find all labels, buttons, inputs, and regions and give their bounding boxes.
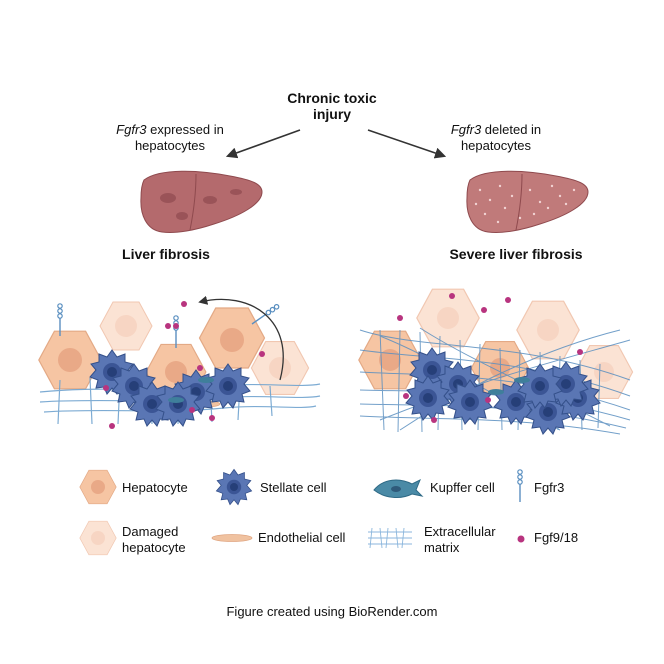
right-condition-line2: hepatocytes <box>460 138 532 153</box>
left-condition-rest: expressed in <box>146 122 224 137</box>
tissue-right <box>358 288 634 435</box>
legend-fgfr3: Fgfr3 <box>534 480 565 495</box>
injury-title-line1: Chronic toxic <box>287 90 377 106</box>
legend-hepatocyte: Hepatocyte <box>122 480 188 495</box>
right-condition-line1: Fgfr3 deleted in <box>426 122 566 138</box>
legend-ecm-line2: matrix <box>424 540 460 555</box>
injury-title: Chronic toxic injury <box>282 90 382 122</box>
right-condition: Fgfr3 deleted in hepatocytes <box>426 122 566 154</box>
liver-left-icon <box>140 170 263 233</box>
left-outcome: Liver fibrosis <box>122 246 210 262</box>
legend-ecm-line1: Extracellular <box>424 524 496 539</box>
left-condition: Fgfr3 expressed in hepatocytes <box>100 122 240 154</box>
legend-damaged-line1: Damaged <box>122 524 179 539</box>
legend-ecm: Extracellular matrix <box>424 524 496 556</box>
right-condition-rest: deleted in <box>481 122 542 137</box>
legend-endothelial: Endothelial cell <box>258 530 346 545</box>
right-outcome: Severe liver fibrosis <box>449 246 583 262</box>
footer-credit: Figure created using BioRender.com <box>226 604 438 619</box>
legend-stellate: Stellate cell <box>260 480 327 495</box>
legend-damaged: Damaged hepatocyte <box>122 524 186 556</box>
legend-icons <box>79 468 525 556</box>
legend-damaged-line2: hepatocyte <box>122 540 186 555</box>
legend-kupffer: Kupffer cell <box>430 480 495 495</box>
legend-fgf: Fgf9/18 <box>534 530 579 545</box>
injury-title-line2: injury <box>312 106 352 122</box>
left-gene: Fgfr3 <box>116 122 147 137</box>
left-condition-line2: hepatocytes <box>134 138 206 153</box>
right-gene: Fgfr3 <box>450 122 482 137</box>
arrow-right <box>367 129 447 159</box>
liver-right-icon <box>466 170 589 233</box>
left-condition-line1: Fgfr3 expressed in <box>100 122 240 138</box>
tissue-left <box>38 295 321 429</box>
arrow-left <box>225 129 301 159</box>
